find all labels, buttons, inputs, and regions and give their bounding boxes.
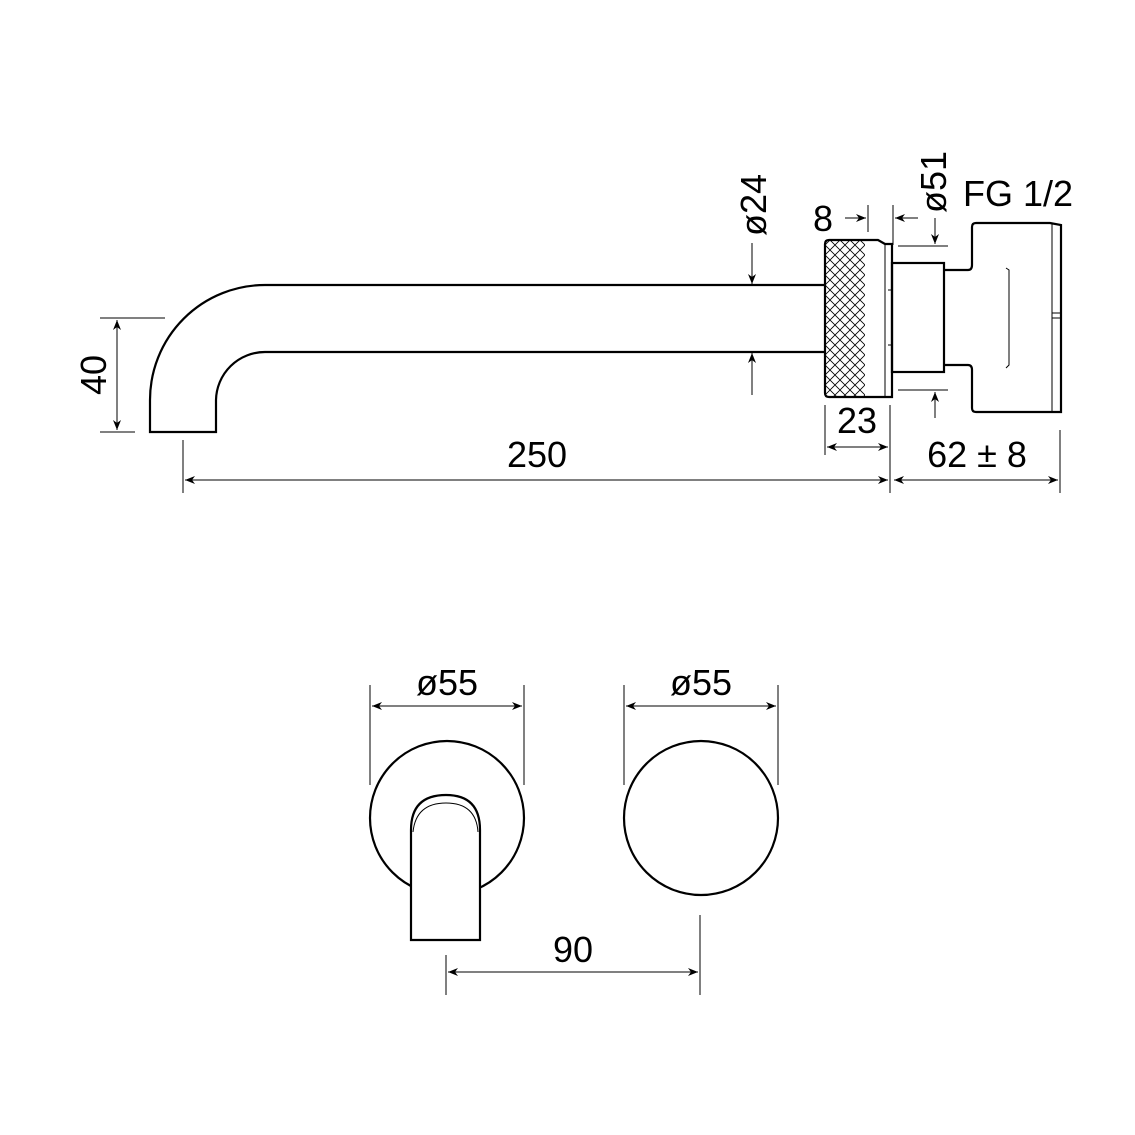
dimension-pipe-diameter: ø24 — [733, 174, 774, 395]
side-view: 40 250 62 ± 8 23 ø24 8 ø51 FG 1/2 — [73, 151, 1073, 493]
right-rosette — [622, 739, 780, 897]
dimension-body-diameter: ø51 — [898, 151, 954, 418]
dim-right-rosette-label: ø55 — [670, 662, 732, 703]
dimension-spacing: 90 — [445, 915, 701, 995]
dim-left-rosette-label: ø55 — [416, 662, 478, 703]
dim-height-label: 40 — [73, 355, 114, 395]
connector-box — [944, 221, 1063, 414]
dim-handle-depth-label: 23 — [837, 400, 877, 441]
dim-length-label: 250 — [507, 434, 567, 475]
dimension-flange-offset: 8 — [813, 198, 918, 245]
dimension-length: 250 — [182, 405, 891, 493]
spout-pipe — [148, 283, 825, 434]
dimension-install-depth: 62 ± 8 — [894, 430, 1061, 493]
dimension-right-rosette: ø55 — [623, 662, 779, 785]
dimension-height: 40 — [73, 317, 165, 433]
dim-body-diameter-label: ø51 — [913, 151, 954, 213]
spout-front — [409, 793, 482, 942]
thread-label: FG 1/2 — [963, 173, 1073, 214]
dimension-left-rosette: ø55 — [369, 662, 525, 785]
dim-pipe-diameter-label: ø24 — [733, 174, 774, 236]
dim-flange-offset-label: 8 — [813, 198, 833, 239]
front-view: ø55 ø55 90 — [368, 662, 780, 995]
dimension-handle-depth: 23 — [824, 400, 888, 455]
dim-spacing-label: 90 — [553, 929, 593, 970]
dim-install-depth-label: 62 ± 8 — [927, 434, 1027, 475]
knurled-handle — [823, 238, 894, 399]
valve-body — [890, 261, 946, 374]
